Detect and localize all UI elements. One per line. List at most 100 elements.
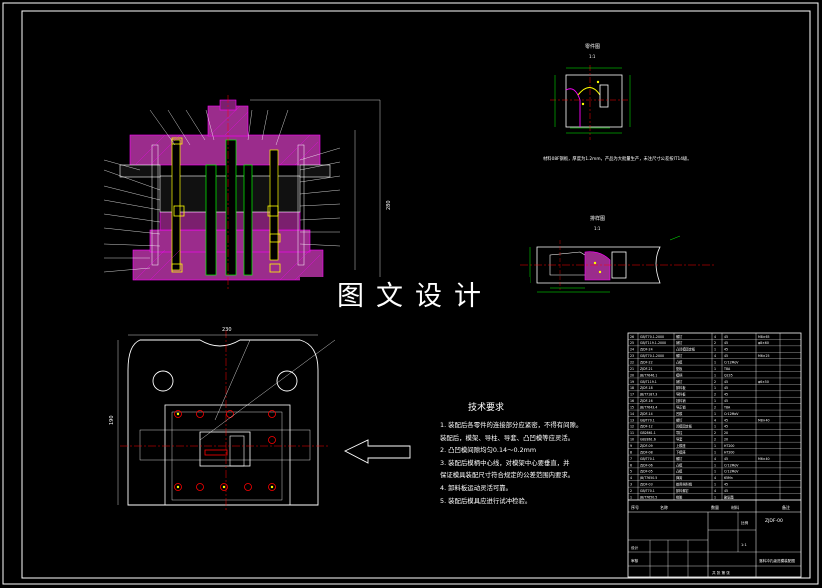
bom-cell: 螺钉 bbox=[676, 353, 683, 358]
bom-cell: 4 bbox=[714, 457, 716, 461]
bom-cell: 销钉 bbox=[676, 379, 683, 384]
bom-cell: 5 bbox=[630, 470, 632, 474]
bom-cell: ZJDF-12 bbox=[640, 425, 653, 429]
bom-cell: 65Mn bbox=[724, 476, 733, 480]
strip-layout-scale: 1:1 bbox=[594, 226, 601, 231]
bom-cell: 6 bbox=[630, 463, 632, 467]
bom-header-material: 材料 bbox=[731, 504, 739, 510]
bom-cell: JB/T7646.1 bbox=[639, 373, 657, 377]
strip-layout-title: 排样图 bbox=[590, 215, 605, 222]
part-drawing bbox=[550, 65, 631, 140]
bom-cell: 1 bbox=[714, 373, 716, 377]
bom-cell: 导料板 bbox=[676, 392, 686, 397]
bom-cell: 20 bbox=[724, 431, 728, 435]
bom-cell: 销钉 bbox=[676, 340, 683, 345]
plan-view bbox=[117, 330, 336, 512]
bom-cell: 9 bbox=[630, 444, 632, 448]
bom-cell: 2 bbox=[714, 431, 716, 435]
bom-cell: 8 bbox=[630, 450, 632, 454]
bom-cell: 垫板 bbox=[676, 366, 683, 371]
bom-cell: ZJDF-09 bbox=[640, 444, 653, 448]
bom-cell: GB/T119.1 bbox=[640, 380, 657, 384]
bom-cell: 45 bbox=[724, 348, 728, 352]
bom-cell: 20 bbox=[630, 373, 634, 377]
bom-cell: 22 bbox=[630, 361, 634, 365]
requirement-line: 装配后，模架、导柱、导套、凸凹模等应灵活。 bbox=[440, 433, 575, 442]
bom-cell: GB2861.6 bbox=[640, 438, 656, 442]
bom-cell: ZJDF-18 bbox=[640, 386, 653, 390]
bom-cell: 20 bbox=[724, 438, 728, 442]
bom-cell: 弹簧 bbox=[676, 475, 683, 480]
bom-cell: 14 bbox=[630, 412, 634, 416]
bom-cell: 1 bbox=[714, 463, 716, 467]
bom-cell: 1 bbox=[714, 425, 716, 429]
bom-cell: Cr12MoV bbox=[724, 470, 739, 474]
bom-cell: 45 bbox=[724, 418, 728, 422]
bom-cell: 导正销 bbox=[676, 404, 686, 409]
technical-requirements: 技术要求 1. 装配后各零件的连接部分应紧密，不得有间隙。 装配后，模架、导柱、… bbox=[440, 400, 640, 507]
bom-cell: 45 bbox=[724, 380, 728, 384]
bom-cell: GB/T70.1-2000 bbox=[640, 354, 664, 358]
bom-cell: 26 bbox=[630, 335, 634, 339]
technical-requirements-title: 技术要求 bbox=[468, 403, 505, 413]
bom-cell: 2 bbox=[630, 489, 632, 493]
bom-header-row: 序号 名称 数量 材料 备注 bbox=[631, 504, 790, 510]
bom-cell: GB/T70.1 bbox=[640, 457, 655, 461]
bom-cell: 25 bbox=[630, 341, 634, 345]
bom-cell: 11 bbox=[630, 431, 634, 435]
bom-cell: 4 bbox=[714, 354, 716, 358]
bom-cell: 1 bbox=[714, 367, 716, 371]
bom-cell: ZJDF-22 bbox=[640, 361, 653, 365]
bom-cell: JB/T7650.5 bbox=[639, 495, 657, 499]
bom-cell: 上模座 bbox=[676, 443, 686, 448]
sheet-label: 共 张 第 张 bbox=[712, 570, 730, 575]
bom-cell: 45 bbox=[724, 354, 728, 358]
bom-cell: 聚氨酯 bbox=[724, 494, 734, 499]
requirement-line: 3. 装配后模柄中心线，对模架中心要垂直，并 bbox=[440, 458, 570, 467]
bom-cell: 24 bbox=[630, 348, 634, 352]
bom-cell: 45 bbox=[724, 457, 728, 461]
bom-cell: 13 bbox=[630, 418, 634, 422]
bom-cell: ZJDF-24 bbox=[640, 348, 653, 352]
bom-cell: 17 bbox=[630, 393, 634, 397]
assembly-section-view bbox=[103, 95, 381, 290]
bom-cell: 橡胶 bbox=[676, 494, 683, 499]
bom-cell: 16 bbox=[630, 399, 634, 403]
bom-cell: 凹模 bbox=[676, 411, 683, 416]
bom-cell: ZJDF-06 bbox=[640, 463, 653, 467]
strip-layout bbox=[520, 235, 715, 293]
bom-cell: GB/T70.1-2000 bbox=[640, 335, 664, 339]
bom-cell: T8A bbox=[723, 405, 731, 409]
bom-cell: φ6×50 bbox=[758, 380, 769, 384]
bom-cell: M6×25 bbox=[758, 354, 770, 358]
bom-cell: JB/T7643.4 bbox=[639, 405, 657, 409]
bom-cell: 4 bbox=[714, 489, 716, 493]
bom-cell: 23 bbox=[630, 354, 634, 358]
bom-cell: 10 bbox=[630, 438, 634, 442]
bom-cell: 挡料销 bbox=[676, 398, 686, 403]
bom-cell: 螺钉 bbox=[676, 417, 683, 422]
bom-cell: 15 bbox=[630, 405, 634, 409]
bom-cell: 45 bbox=[724, 393, 728, 397]
bom-cell: ZJDF-05 bbox=[640, 470, 653, 474]
bom-cell: 1 bbox=[714, 470, 716, 474]
bom-cell: 21 bbox=[630, 367, 634, 371]
bom-cell: 4 bbox=[714, 335, 716, 339]
scale-label: 比例 bbox=[741, 520, 749, 525]
bom-cell: 18 bbox=[630, 386, 634, 390]
assembly-height-dim: 280 bbox=[386, 200, 392, 210]
bom-cell: Cr12MoV bbox=[724, 361, 739, 365]
designer-label: 设计 bbox=[631, 545, 639, 550]
bom-cell: M8×40 bbox=[758, 418, 770, 422]
bom-cell: 2 bbox=[714, 341, 716, 345]
bom-cell: 导套 bbox=[676, 437, 683, 442]
bom-cell: 1 bbox=[714, 399, 716, 403]
bom-cell: 卸料板 bbox=[676, 385, 686, 390]
bom-cell: HT200 bbox=[724, 450, 734, 454]
requirement-line: 2. 凸凹模间隙均匀0.14～0.2mm bbox=[440, 446, 537, 455]
bom-cell: 1 bbox=[714, 412, 716, 416]
bom-cell: 45 bbox=[724, 335, 728, 339]
bom-cell: 45 bbox=[724, 425, 728, 429]
plate-width-dim: 230 bbox=[222, 327, 232, 333]
